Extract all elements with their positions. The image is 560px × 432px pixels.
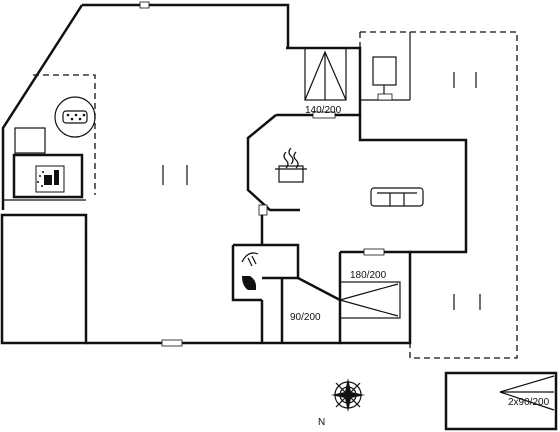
shower-icon: [241, 252, 259, 267]
sofa-icon: [370, 187, 424, 207]
stove-icon: [275, 147, 307, 183]
bed-label-annex: 2x90/200: [508, 397, 550, 408]
sauna-icon: [35, 165, 65, 193]
bed-180-200: 180/200: [339, 270, 401, 319]
compass-icon: [331, 378, 365, 412]
annex-bed-2x90-200: 2x90/200: [444, 371, 558, 431]
windows: [139, 1, 393, 347]
bed-140-200: 140/200: [304, 47, 347, 116]
toilet-icon: [242, 276, 256, 290]
bed-label-180-200: 180/200: [350, 270, 387, 281]
bed-90-200: 90/200: [290, 312, 321, 323]
bathtub-icon: [54, 96, 96, 138]
exterior-walls: [0, 3, 468, 345]
bed-label-140-200: 140/200: [305, 105, 342, 116]
interior-partitions: [3, 32, 481, 310]
north-label: N: [318, 417, 325, 428]
bed-label-90-200: 90/200: [290, 312, 321, 323]
dashed-outlines: [33, 31, 518, 359]
